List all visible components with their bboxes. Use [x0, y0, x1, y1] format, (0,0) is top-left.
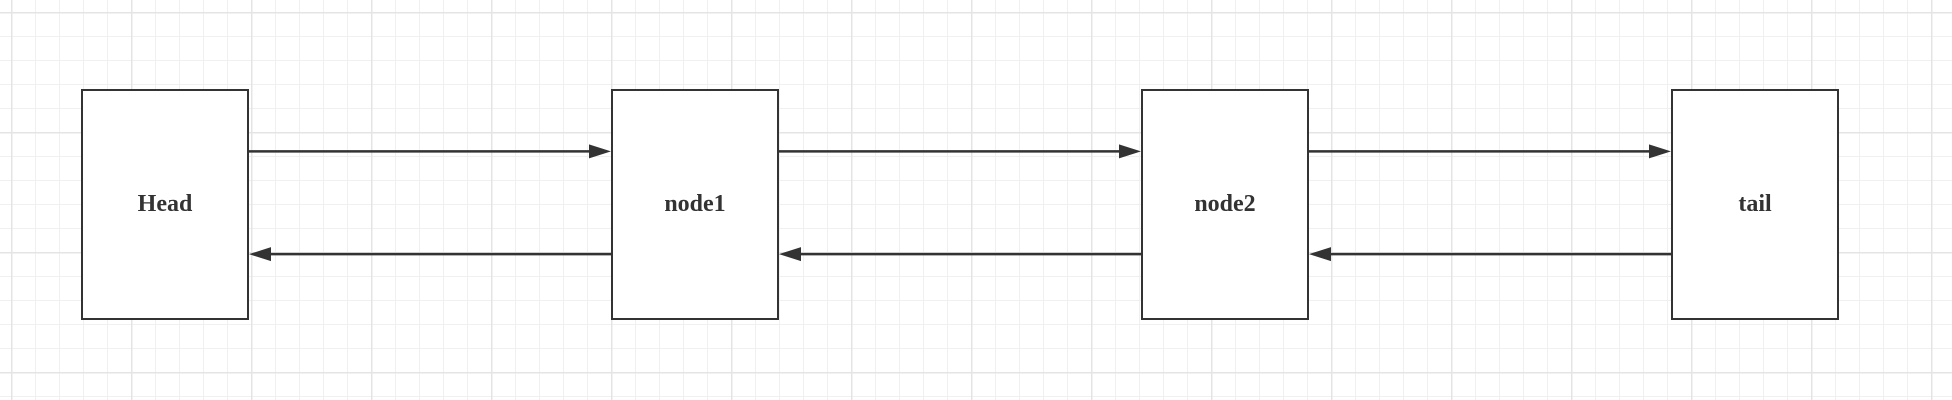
prev-arrow-tail-to-node2[interactable]	[1309, 247, 1671, 262]
prev-arrow-node2-to-node1[interactable]	[779, 247, 1141, 262]
node-label-head: Head	[137, 191, 193, 217]
node-tail[interactable]: tail	[1671, 89, 1839, 320]
next-arrow-node2-to-tail[interactable]	[1309, 144, 1671, 159]
prev-arrow-node1-to-head[interactable]	[249, 247, 611, 262]
node-label-node1: node1	[664, 191, 726, 217]
node-node1[interactable]: node1	[611, 89, 779, 320]
node-label-node2: node2	[1194, 191, 1256, 217]
node-head[interactable]: Head	[81, 89, 249, 320]
node-label-tail: tail	[1738, 191, 1772, 217]
node-node2[interactable]: node2	[1141, 89, 1309, 320]
next-arrow-head-to-node1[interactable]	[249, 144, 611, 159]
next-arrow-node1-to-node2[interactable]	[779, 144, 1141, 159]
